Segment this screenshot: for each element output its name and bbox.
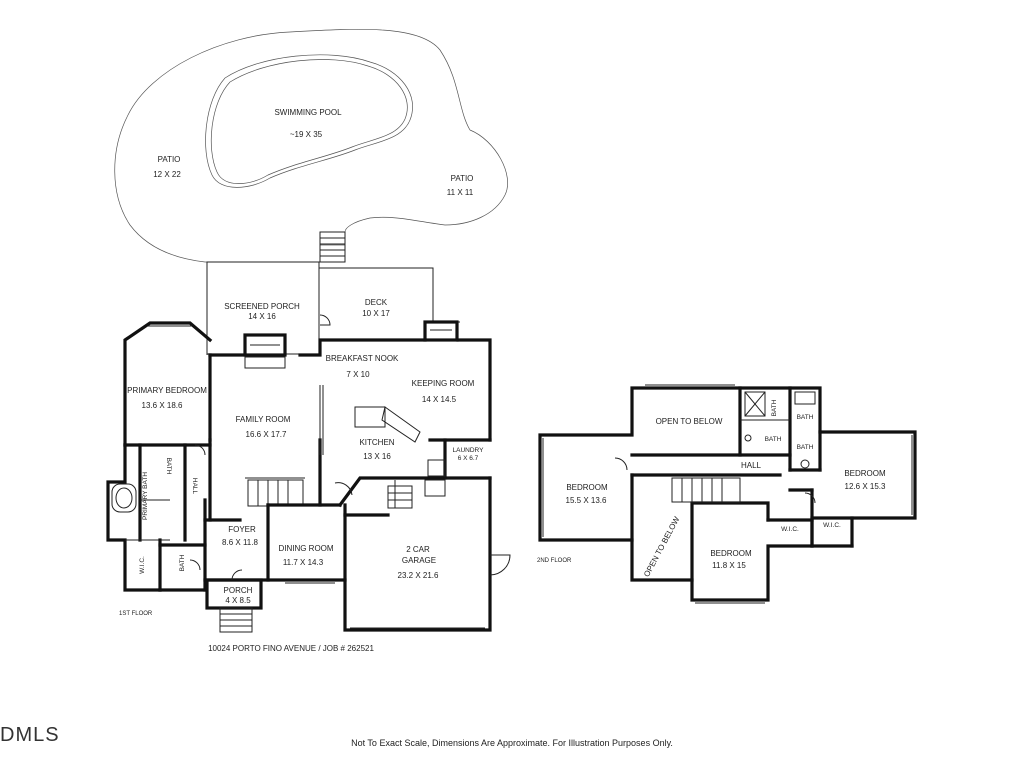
kitchen-counter (381, 406, 421, 443)
patio-right-label: PATIO (451, 174, 474, 183)
first-floor-label: 1ST FLOOR (119, 611, 153, 617)
kitchen-island (354, 406, 386, 428)
fireplace-family (243, 333, 287, 357)
primary-bedroom-label: PRIMARY BEDROOM (127, 386, 207, 395)
porch-label: PORCH (224, 586, 253, 595)
keeping-room-dim: 14 X 14.5 (422, 395, 457, 404)
bath-b-label: BATH (179, 554, 186, 571)
first-floor-plan (106, 261, 511, 633)
bedroom-right-dim: 12.6 X 15.3 (845, 482, 886, 491)
patio-steps (319, 231, 346, 263)
hall-2-label: HALL (741, 461, 762, 470)
bedroom-bottom-label: BEDROOM (710, 549, 752, 558)
open-to-below-diag: OPEN TO BELOW (642, 515, 682, 579)
patio-outline (114, 29, 508, 263)
bath-3-label: BATH (765, 436, 782, 443)
pool-inner (210, 59, 408, 184)
fireplace-keeping (423, 320, 459, 342)
mls-logo: DMLS (0, 724, 60, 746)
dining-room-dim: 11.7 X 14.3 (283, 558, 324, 567)
garage-stairs (387, 485, 413, 509)
patio-left-dim: 12 X 22 (153, 170, 181, 179)
first-floor-labels: SWIMMING POOL ~19 X 35 PATIO 12 X 22 PAT… (127, 108, 484, 605)
bath-1-label: BATH (771, 399, 778, 416)
second-floor-plan (538, 384, 917, 604)
bedroom-right-label: BEDROOM (844, 469, 886, 478)
stairs-main (247, 479, 304, 507)
second-floor-label: 2ND FLOOR (537, 558, 572, 564)
garage-label-2: GARAGE (402, 556, 436, 565)
keeping-room-label: KEEPING ROOM (412, 379, 475, 388)
outdoor-area (114, 29, 508, 263)
foyer-dim: 8.6 X 11.8 (222, 538, 258, 547)
pool-label: SWIMMING POOL (274, 108, 342, 117)
pool-outline (205, 54, 413, 188)
garage-label: 2 CAR (406, 545, 430, 554)
bath-a-label: BATH (165, 458, 172, 475)
kitchen-label: KITCHEN (359, 438, 394, 447)
wic-2-label: W.I.C. (823, 522, 841, 529)
disclaimer: Not To Exact Scale, Dimensions Are Appro… (351, 738, 673, 748)
foyer-label: FOYER (228, 525, 256, 534)
bedroom-left-label: BEDROOM (566, 483, 608, 492)
patio-right-dim: 11 X 11 (447, 188, 474, 197)
porch-dim: 4 X 8.5 (225, 596, 251, 605)
bath-2-label: BATH (797, 414, 814, 421)
open-to-below-top: OPEN TO BELOW (656, 417, 723, 426)
patio-left-label: PATIO (158, 155, 181, 164)
primary-bedroom-dim: 13.6 X 18.6 (142, 401, 183, 410)
pool-dim: ~19 X 35 (290, 130, 323, 139)
bath-4-label: BATH (797, 444, 814, 451)
screened-porch-dim: 14 X 16 (248, 312, 276, 321)
breakfast-nook-label: BREAKFAST NOOK (326, 354, 399, 363)
screened-porch-label: SCREENED PORCH (224, 302, 300, 311)
wic-label: W.I.C. (139, 556, 146, 574)
address-label: 10024 PORTO FINO AVENUE / JOB # 262521 (208, 644, 374, 653)
breakfast-nook-dim: 7 X 10 (346, 370, 370, 379)
hall-label: HALL (191, 478, 198, 495)
tub-icon (111, 483, 137, 513)
upper-stairs (671, 477, 741, 503)
deck-dim: 10 X 17 (362, 309, 390, 318)
primary-bath-label: PRIMARY BATH (142, 472, 149, 520)
wic-1-label: W.I.C. (781, 526, 799, 533)
bedroom-bottom-dim: 11.8 X 15 (712, 561, 746, 570)
laundry-dim: 6 X 6.7 (458, 455, 479, 462)
family-room-label: FAMILY ROOM (236, 415, 291, 424)
second-floor-labels: OPEN TO BELOW BATH BATH BATH BATH HALL B… (566, 399, 886, 578)
garage-dim: 23.2 X 21.6 (398, 571, 439, 580)
deck-label: DECK (365, 298, 388, 307)
laundry-label: LAUNDRY (453, 447, 485, 454)
family-room-dim: 16.6 X 17.7 (246, 430, 287, 439)
kitchen-dim: 13 X 16 (363, 452, 391, 461)
bedroom-left-dim: 15.5 X 13.6 (566, 496, 607, 505)
dining-room-label: DINING ROOM (278, 544, 333, 553)
